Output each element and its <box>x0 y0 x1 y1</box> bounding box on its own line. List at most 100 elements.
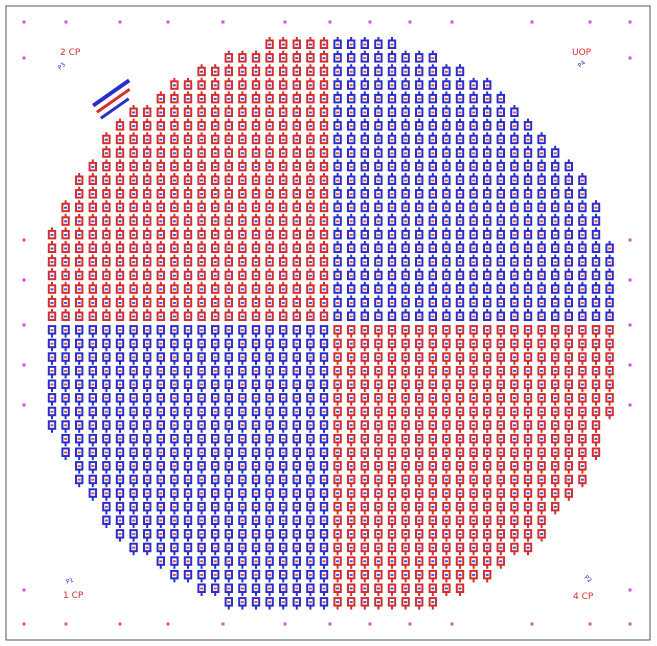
device-cell-pad <box>526 397 530 400</box>
device-cell <box>211 338 220 352</box>
device-cell <box>428 77 438 90</box>
device-cell-pad <box>64 315 68 318</box>
device-cell <box>523 365 533 379</box>
device-cell <box>428 433 438 447</box>
device-cell-stem <box>295 227 298 232</box>
device-cell-stem <box>268 118 271 123</box>
device-cell-pad <box>499 179 503 182</box>
device-cell-stem <box>309 374 312 379</box>
device-cell <box>306 461 315 474</box>
device-cell <box>292 393 302 406</box>
device-cell-pad <box>268 397 272 400</box>
device-cell-pad <box>458 437 462 440</box>
device-cell <box>224 241 234 253</box>
device-cell-pad <box>404 301 408 304</box>
alignment-mark-16 <box>628 238 632 242</box>
device-cell-stem <box>323 469 325 474</box>
device-cell-stem <box>404 456 407 460</box>
device-cell-stem <box>431 241 434 245</box>
device-cell <box>387 37 397 49</box>
device-cell-stem <box>309 442 312 447</box>
device-cell <box>415 241 424 253</box>
device-cell-stem <box>527 428 529 433</box>
device-cell <box>211 254 220 267</box>
device-cell <box>156 281 166 294</box>
device-cell <box>347 105 356 117</box>
device-cell-stem <box>255 333 257 338</box>
device-cell-pad <box>240 383 244 386</box>
device-cell-pad <box>363 84 367 87</box>
device-cell <box>61 268 70 281</box>
device-cell-pad <box>336 84 340 87</box>
device-cell <box>551 474 560 488</box>
device-cell <box>61 309 70 321</box>
device-cell <box>265 309 274 321</box>
device-cell-pad <box>240 206 244 209</box>
device-cell-pad <box>404 288 408 291</box>
device-cell-stem <box>472 333 475 338</box>
device-cell <box>551 145 560 158</box>
device-cell-pad <box>417 465 421 468</box>
device-cell <box>224 186 234 199</box>
device-cell-pad <box>240 288 244 291</box>
device-cell <box>360 213 370 226</box>
device-cell-pad <box>322 179 326 182</box>
device-cell <box>469 186 478 199</box>
device-cell <box>292 118 302 131</box>
device-cell <box>292 105 302 117</box>
device-cell <box>75 309 84 321</box>
device-cell-pad <box>485 152 489 155</box>
device-cell-pad <box>159 193 163 196</box>
device-cell <box>306 447 315 460</box>
device-cell-pad <box>295 261 299 264</box>
device-cell-stem <box>418 118 421 123</box>
device-cell <box>496 365 506 379</box>
device-cell-stem <box>472 496 475 501</box>
device-cell-pad <box>159 233 163 236</box>
device-cell <box>551 309 560 321</box>
device-cell-pad <box>553 220 557 223</box>
device-cell-pad <box>172 492 176 495</box>
device-cell-stem <box>391 118 393 123</box>
device-cell-stem <box>418 428 421 433</box>
device-cell <box>211 145 220 158</box>
device-cell-pad <box>104 424 108 427</box>
device-cell-pad <box>172 424 176 427</box>
device-cell-stem <box>418 401 421 406</box>
device-cell-pad <box>295 57 299 60</box>
device-cell-pad <box>580 247 584 250</box>
device-cell-stem <box>608 241 611 245</box>
device-cell-pad <box>240 125 244 128</box>
device-cell <box>170 186 179 199</box>
device-cell-stem <box>268 145 271 150</box>
device-cell-pad <box>349 111 353 114</box>
device-cell-stem <box>431 118 434 123</box>
device-cell-stem <box>445 91 448 96</box>
device-cell-pad <box>472 261 476 264</box>
device-cell <box>211 433 220 447</box>
device-cell-stem <box>282 309 285 313</box>
device-cell <box>605 365 614 379</box>
device-cell-stem <box>350 469 353 474</box>
device-cell <box>387 406 397 420</box>
device-cell-stem <box>567 333 570 338</box>
device-cell-stem <box>214 442 217 447</box>
device-cell <box>605 325 614 338</box>
device-cell-pad <box>512 410 516 413</box>
device-cell-pad <box>118 138 122 141</box>
device-cell <box>129 241 138 253</box>
device-cell-pad <box>64 261 68 264</box>
device-cell-pad <box>567 193 571 196</box>
device-cell <box>360 352 370 365</box>
device-cell-pad <box>254 138 258 141</box>
device-cell <box>360 118 370 131</box>
device-cell-stem <box>214 91 217 96</box>
device-cell-stem <box>391 77 393 82</box>
device-cell-pad <box>390 84 394 87</box>
device-cell-stem <box>431 50 434 55</box>
device-cell-stem <box>105 200 108 205</box>
device-cell-pad <box>172 288 176 291</box>
device-cell <box>605 254 614 267</box>
device-cell-stem <box>540 145 543 150</box>
device-cell-stem <box>404 173 407 177</box>
